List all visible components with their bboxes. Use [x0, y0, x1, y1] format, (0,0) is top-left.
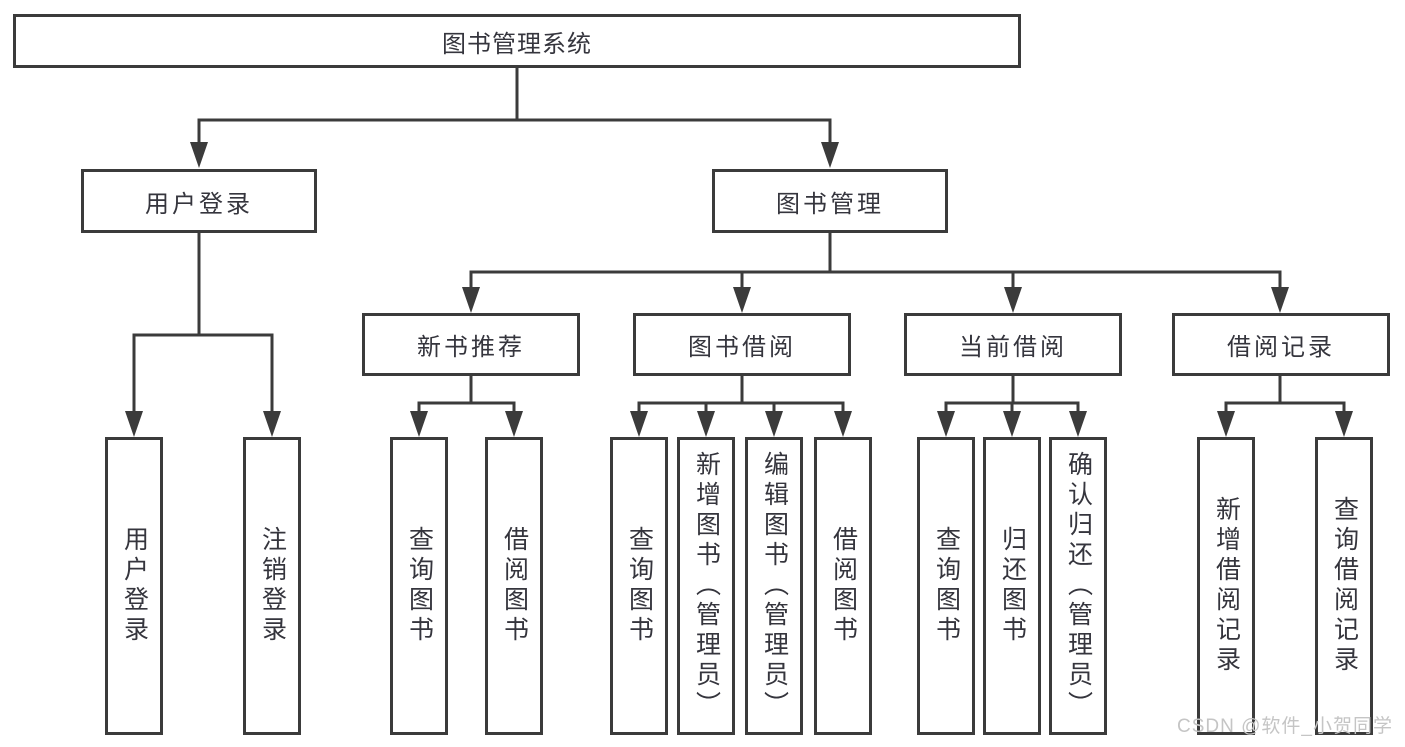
leaf-logout-label: 注销登录: [258, 526, 287, 646]
leaf-query-book-recommend: 查询图书: [390, 437, 448, 735]
node-root: 图书管理系统: [13, 14, 1021, 68]
node-book-borrow: 图书借阅: [633, 313, 851, 376]
node-borrow-record: 借阅记录: [1172, 313, 1390, 376]
node-book-borrow-label: 图书借阅: [688, 334, 796, 361]
node-user-login: 用户登录: [81, 169, 317, 233]
leaf-query-borrow-record-label: 查询借阅记录: [1330, 496, 1359, 676]
node-current-borrow-label: 当前借阅: [959, 334, 1067, 361]
leaf-query-book-current: 查询图书: [917, 437, 975, 735]
watermark: CSDN @软件_小贺同学: [1177, 716, 1393, 737]
leaf-add-book-admin: 新增图书（管理员）: [677, 437, 735, 735]
arrowheads: [125, 142, 1353, 437]
leaf-query-book-recommend-label: 查询图书: [405, 526, 434, 646]
node-current-borrow: 当前借阅: [904, 313, 1122, 376]
node-borrow-record-label: 借阅记录: [1227, 334, 1335, 361]
leaf-query-book-current-label: 查询图书: [932, 526, 961, 646]
leaf-borrow-book: 借阅图书: [814, 437, 872, 735]
leaf-query-book-borrow-label: 查询图书: [625, 526, 654, 646]
leaf-confirm-return-admin: 确认归还（管理员）: [1049, 437, 1107, 735]
node-root-label: 图书管理系统: [442, 30, 592, 58]
leaf-add-book-admin-label: 新增图书（管理员）: [692, 451, 721, 721]
connector-stems: [132, 68, 1346, 413]
leaf-query-book-borrow: 查询图书: [610, 437, 668, 735]
leaf-borrow-book-recommend-label: 借阅图书: [500, 526, 529, 646]
node-book-management: 图书管理: [712, 169, 948, 233]
node-user-login-label: 用户登录: [145, 190, 253, 218]
node-new-book-recommend: 新书推荐: [362, 313, 580, 376]
leaf-add-borrow-record: 新增借阅记录: [1197, 437, 1255, 735]
leaf-add-borrow-record-label: 新增借阅记录: [1212, 496, 1241, 676]
leaf-edit-book-admin-label: 编辑图书（管理员）: [760, 451, 789, 721]
node-book-management-label: 图书管理: [776, 190, 884, 218]
leaf-edit-book-admin: 编辑图书（管理员）: [745, 437, 803, 735]
leaf-query-borrow-record: 查询借阅记录: [1315, 437, 1373, 735]
leaf-borrow-book-recommend: 借阅图书: [485, 437, 543, 735]
leaf-confirm-return-admin-label: 确认归还（管理员）: [1064, 451, 1093, 721]
node-new-book-recommend-label: 新书推荐: [417, 334, 525, 361]
leaf-user-login-label: 用户登录: [120, 526, 149, 646]
leaf-return-book-label: 归还图书: [998, 526, 1027, 646]
leaf-borrow-book-label: 借阅图书: [829, 526, 858, 646]
leaf-logout: 注销登录: [243, 437, 301, 735]
leaf-user-login: 用户登录: [105, 437, 163, 735]
leaf-return-book: 归还图书: [983, 437, 1041, 735]
